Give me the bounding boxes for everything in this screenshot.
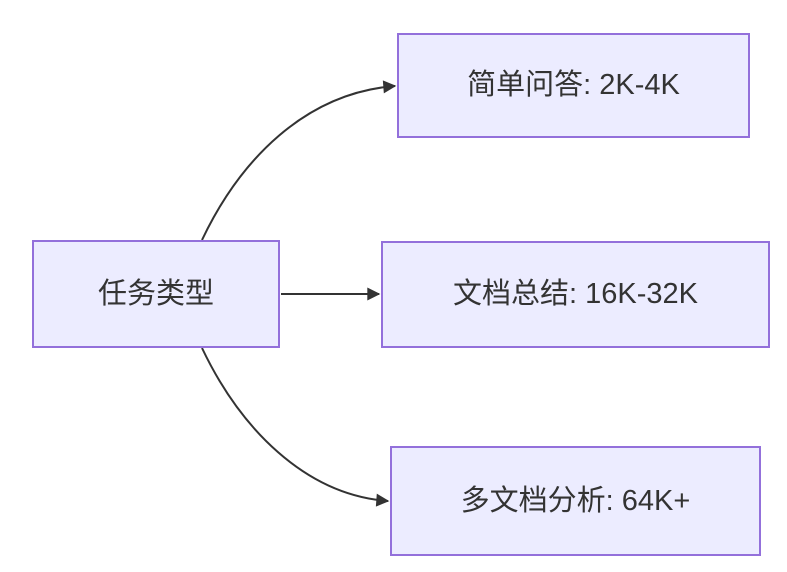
node-doc-summary: 文档总结: 16K-32K [381,241,770,348]
node-doc-summary-label: 文档总结: 16K-32K [453,278,698,311]
node-task-type: 任务类型 [32,240,280,348]
node-multi-doc-analysis-label: 多文档分析: 64K+ [460,484,691,517]
edge-root-to-simple-qa [201,80,397,241]
node-task-type-label: 任务类型 [97,277,214,310]
edge-root-to-multi-doc-analysis [201,347,390,507]
node-simple-qa: 简单问答: 2K-4K [397,33,750,138]
node-multi-doc-analysis: 多文档分析: 64K+ [390,446,761,556]
node-simple-qa-label: 简单问答: 2K-4K [467,69,680,102]
